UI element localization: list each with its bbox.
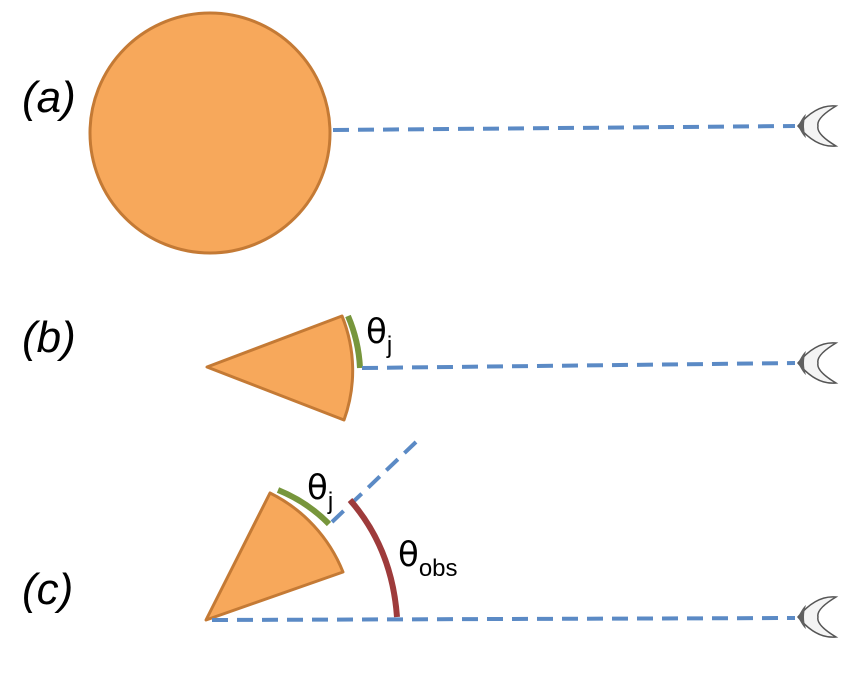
observer-angle-label: θobs (398, 535, 458, 582)
eye-icon (797, 105, 837, 147)
panel-a-label: (a) (22, 73, 76, 122)
jet-angle-subscript-b: j (386, 332, 392, 359)
eye-icon (797, 342, 837, 384)
jet-angle-symbol-b: θ (366, 312, 387, 352)
jet-angle-label-b: θj (366, 312, 392, 359)
panel-b-label: (b) (22, 313, 76, 362)
observer-angle-symbol: θ (398, 535, 419, 575)
jet-cone-off-axis (204, 491, 345, 622)
jet-cone-on-axis (205, 314, 355, 422)
line-of-sight-b (361, 361, 796, 370)
observer-angle-subscript: obs (419, 555, 458, 582)
panel-b: (b) θj (22, 312, 837, 422)
observer-angle-arc (347, 498, 400, 618)
panel-a: (a) (22, 11, 837, 255)
jet-angle-symbol-c: θ (307, 468, 328, 508)
jet-angle-arc-c (276, 487, 332, 527)
jet-angle-subscript-c: j (327, 488, 333, 515)
line-of-sight-c (211, 616, 796, 622)
panel-c-label: (c) (22, 565, 73, 614)
jet-axis-line (330, 440, 418, 524)
eye-icon (797, 596, 837, 638)
jet-angle-arc-b (345, 314, 363, 369)
jet-angle-label-c: θj (307, 468, 333, 515)
panel-c: (c) θj θobs (22, 440, 837, 638)
line-of-sight-a (332, 124, 796, 132)
spherical-source (88, 11, 332, 255)
